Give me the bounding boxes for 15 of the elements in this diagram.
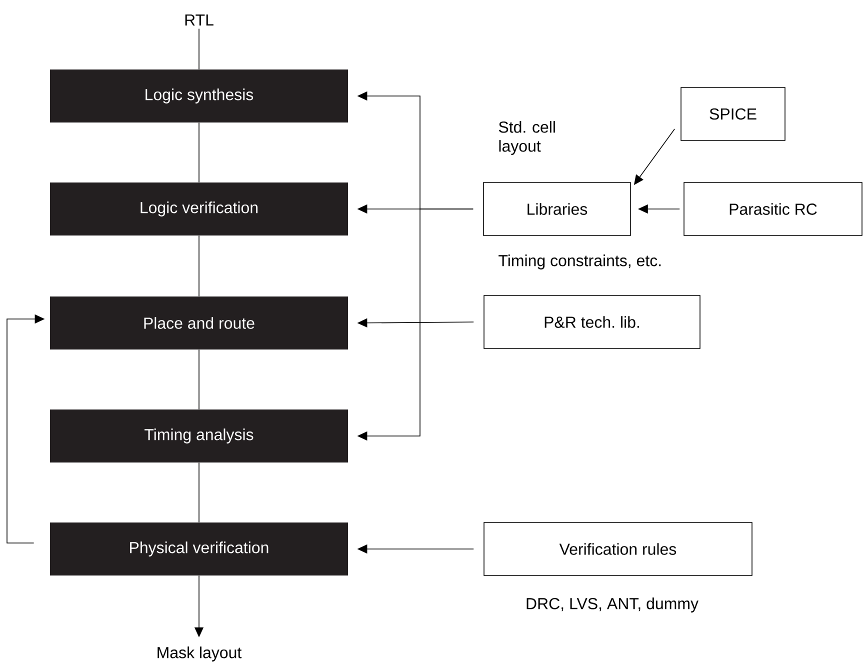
input-box: Parasitic RC (684, 182, 862, 236)
input-box: Libraries (483, 182, 631, 236)
input-box: Verification rules (484, 522, 752, 576)
note-text: Std. cell layout (498, 121, 555, 155)
process-box: Place and route (50, 296, 348, 350)
input-box: P&R tech. lib. (484, 295, 700, 349)
process-box: Physical verification (50, 522, 348, 576)
flow-label: RTL (185, 14, 214, 26)
note-text: Timing constraints, etc. (498, 254, 661, 270)
process-box: Logic verification (50, 182, 348, 236)
process-box: Timing analysis (50, 410, 348, 462)
flow-label: Mask layout (158, 646, 242, 662)
input-box: SPICE (680, 87, 786, 141)
process-box: Logic synthesis (50, 70, 348, 122)
note-text: DRC, LVS, ANT, dummy (526, 598, 698, 612)
